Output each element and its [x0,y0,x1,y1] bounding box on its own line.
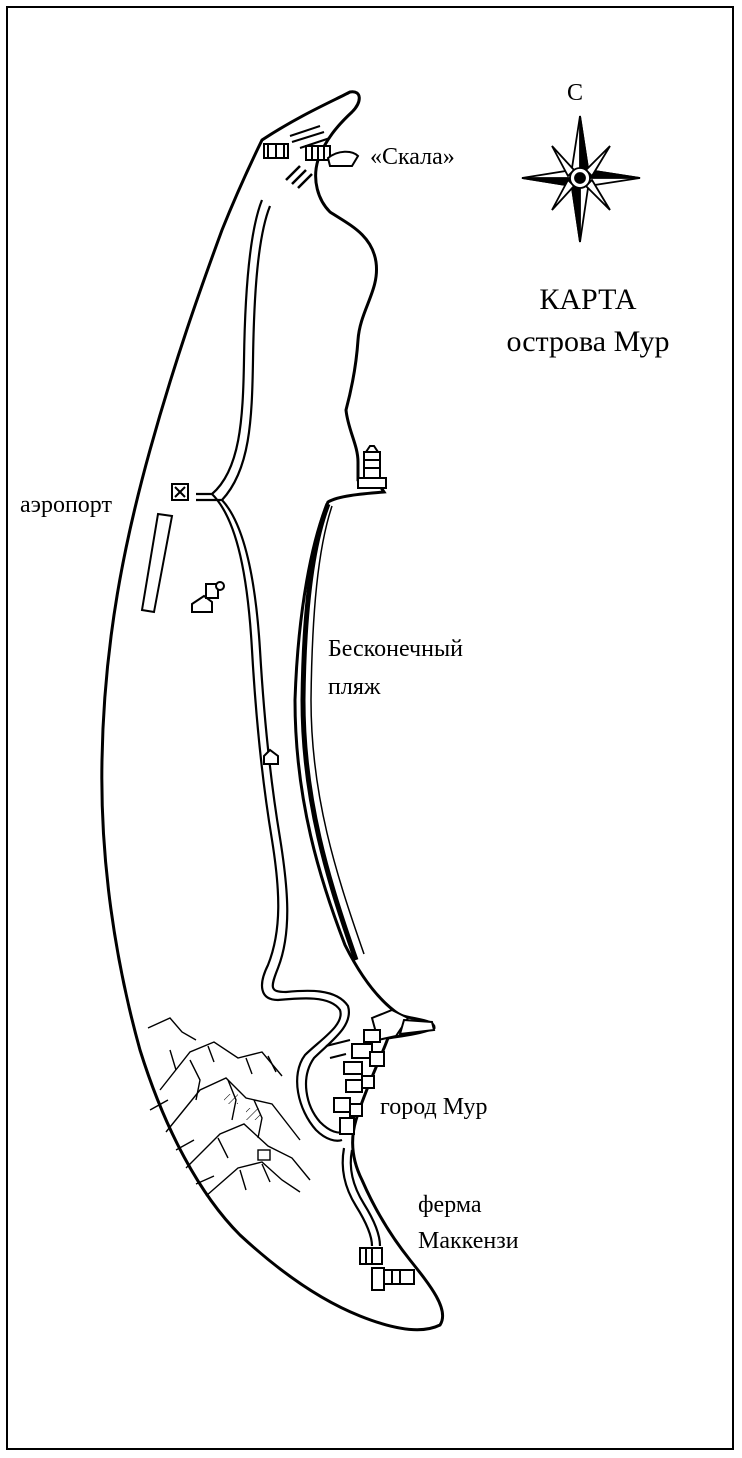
rock-buildings [263,125,360,189]
map-title-line2: острова Мур [506,325,670,358]
town-label: город Мур [380,1094,488,1120]
map-title-line1: КАРТА [539,283,637,316]
compass-rose [521,115,641,243]
hut-icon [263,748,279,765]
airport-label: аэропорт [20,492,112,518]
beach-label-line1: Бесконечный [328,636,463,662]
beach-label-line2: пляж [328,674,381,700]
main-road [196,199,382,1247]
beach-line [300,503,359,961]
farm-label-line2: Маккензи [418,1228,519,1254]
town-buildings [325,1008,436,1135]
airport-icon [140,483,225,614]
compass-north-label: С [567,80,584,106]
farm-label-line1: ферма [418,1192,482,1218]
rock-label: «Скала» [370,144,455,170]
mountains-icon [147,1017,311,1197]
farm-buildings [359,1247,415,1291]
island-outline [100,90,445,1332]
lighthouse-icon [357,445,387,489]
